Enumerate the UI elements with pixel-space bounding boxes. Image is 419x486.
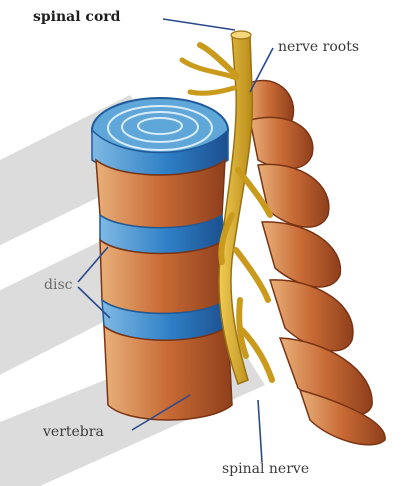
leader-spinal-nerve xyxy=(258,400,262,462)
label-spinal-nerve: spinal nerve xyxy=(222,462,309,476)
vertebral-column xyxy=(92,98,232,420)
vertebra-3 xyxy=(104,326,232,420)
spinous-processes xyxy=(245,80,385,444)
label-spinal-cord: spinal cord xyxy=(33,10,120,24)
label-vertebra: vertebra xyxy=(43,425,104,439)
label-nerve-roots: nerve roots xyxy=(278,40,359,54)
label-disc: disc xyxy=(44,278,72,292)
leader-spinal-cord xyxy=(163,19,235,30)
